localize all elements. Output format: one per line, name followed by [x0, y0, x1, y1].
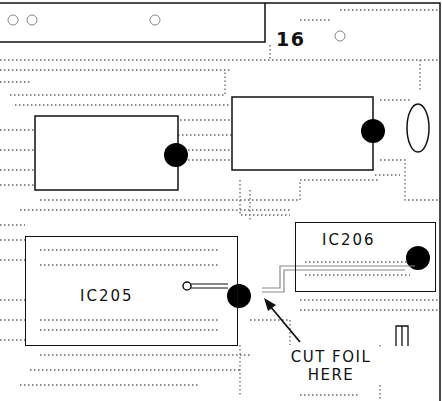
instruction-note: CUT FOIL HERE — [276, 348, 386, 384]
pin-one-dot — [164, 143, 188, 167]
pin-one-dot — [361, 119, 385, 143]
arrow-head — [264, 298, 276, 311]
foil-trace — [191, 284, 228, 288]
component-lead — [396, 326, 408, 346]
ic-outline: IC206 — [295, 222, 436, 292]
foil-trace — [262, 266, 415, 292]
via-pad — [183, 282, 191, 290]
ic-outline — [232, 97, 373, 170]
pin-one-dot — [227, 284, 251, 308]
ic-designator: IC206 — [320, 231, 378, 249]
ic-designator: IC205 — [78, 287, 136, 305]
foil-traces — [0, 10, 440, 400]
leader-arrow — [270, 306, 300, 342]
board-number: 16 — [276, 28, 305, 51]
capacitor-outline — [407, 104, 429, 152]
board-edge — [0, 3, 440, 401]
board-section — [0, 3, 265, 42]
ic-outline — [35, 116, 178, 190]
ic-outline: IC205 — [25, 236, 238, 346]
